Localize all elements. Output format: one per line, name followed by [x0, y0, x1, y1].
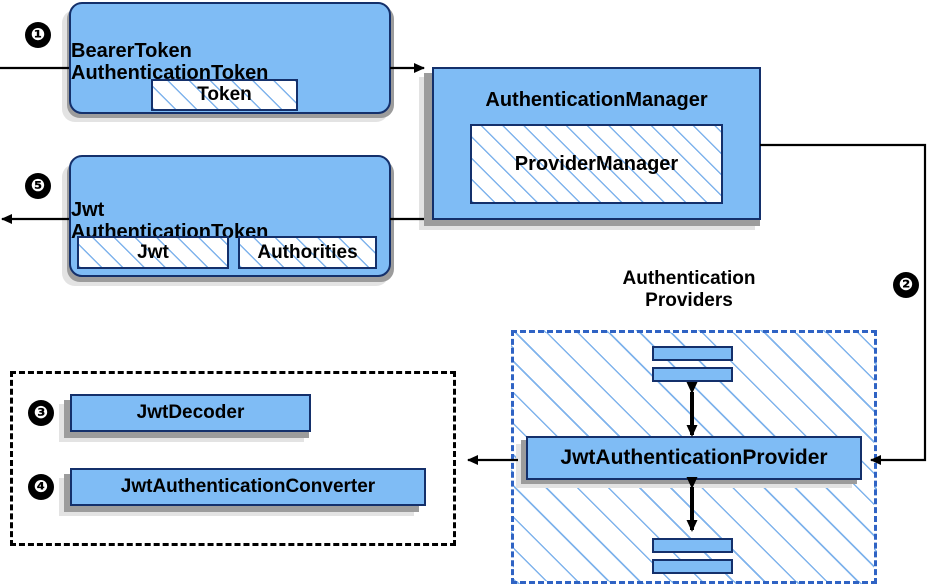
provider-stack-bar-bottom-1 — [652, 538, 733, 553]
token-inner-box: Token — [151, 79, 298, 111]
callout-step-4-number: ❹ — [33, 476, 49, 497]
callout-step-3-number: ❸ — [33, 402, 49, 423]
jwt-authentication-converter-node[interactable]: JwtAuthenticationConverter — [70, 468, 426, 506]
jwt-support-group — [10, 371, 456, 546]
callout-step-5: ❺ — [25, 173, 51, 199]
jwt-decoder-node[interactable]: JwtDecoder — [70, 394, 311, 432]
callout-step-3: ❸ — [28, 400, 54, 426]
provider-manager-label: ProviderManager — [514, 152, 679, 175]
authentication-providers-title-line1: Authentication — [622, 268, 756, 289]
callout-step-2: ❷ — [893, 272, 919, 298]
callout-step-4: ❹ — [28, 474, 54, 500]
callout-step-2-number: ❷ — [898, 274, 914, 295]
callout-step-1-number: ❶ — [30, 24, 46, 45]
bearer-token-title-line1: BearerToken — [71, 39, 192, 62]
provider-stack-bar-top-1 — [652, 346, 733, 361]
bearer-token-title-line2: AuthenticationToken — [71, 62, 269, 84]
authorities-inner-box: Authorities — [238, 236, 377, 269]
jwt-authentication-converter-label: JwtAuthenticationConverter — [120, 476, 376, 498]
provider-stack-bar-bottom-2 — [652, 559, 733, 574]
authentication-providers-title: Authentication Providers — [584, 268, 794, 312]
jwt-inner-box: Jwt — [77, 236, 229, 269]
provider-stack-bar-top-2 — [652, 367, 733, 382]
callout-step-5-number: ❺ — [30, 175, 46, 196]
authentication-manager-title: AuthenticationManager — [485, 89, 708, 111]
jwt-authentication-provider-node[interactable]: JwtAuthenticationProvider — [526, 436, 862, 480]
jwt-decoder-label: JwtDecoder — [136, 402, 245, 424]
token-label: Token — [197, 84, 252, 105]
jwt-authentication-provider-label: JwtAuthenticationProvider — [560, 446, 828, 470]
callout-step-1: ❶ — [25, 22, 51, 48]
authentication-providers-title-line2: Providers — [645, 289, 733, 311]
jwt-label: Jwt — [137, 241, 169, 263]
jwt-authentication-token-title-line1: Jwt — [71, 198, 105, 221]
authorities-label: Authorities — [257, 241, 358, 263]
provider-manager-inner-box: ProviderManager — [470, 124, 723, 204]
